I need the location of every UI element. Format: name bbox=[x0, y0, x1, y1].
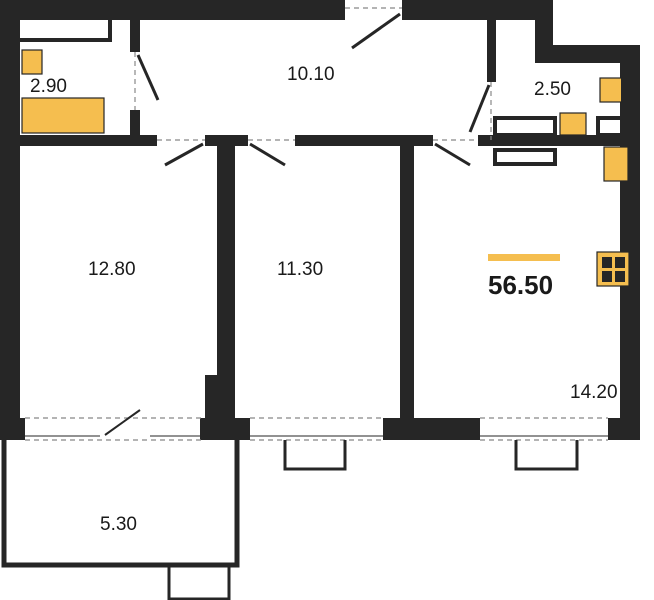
walls bbox=[0, 0, 640, 440]
room-area-hallway: 10.10 bbox=[287, 64, 335, 85]
doors bbox=[134, 7, 492, 167]
fixtures bbox=[21, 49, 633, 287]
room-area-bathroom: 2.90 bbox=[30, 76, 67, 97]
room-labels: 2.90 10.10 2.50 12.80 11.30 14.20 5.30 5… bbox=[30, 64, 618, 535]
balcony bbox=[1, 440, 240, 600]
kitchen-sink-icon bbox=[603, 146, 629, 182]
total-area-bar bbox=[488, 254, 560, 261]
stove-icon bbox=[596, 251, 630, 287]
room-area-bedroom-1: 12.80 bbox=[88, 259, 136, 280]
room-area-kitchen: 14.20 bbox=[570, 382, 618, 403]
bathtub-icon bbox=[21, 97, 105, 134]
room-area-bedroom-2: 11.30 bbox=[277, 259, 323, 280]
windows bbox=[25, 409, 608, 471]
sink-icon bbox=[559, 112, 587, 136]
total-area: 56.50 bbox=[488, 270, 553, 300]
room-area-toilet: 2.50 bbox=[534, 79, 571, 100]
toilet-icon bbox=[599, 77, 623, 103]
room-area-balcony: 5.30 bbox=[100, 514, 137, 535]
sink-icon bbox=[21, 49, 43, 75]
